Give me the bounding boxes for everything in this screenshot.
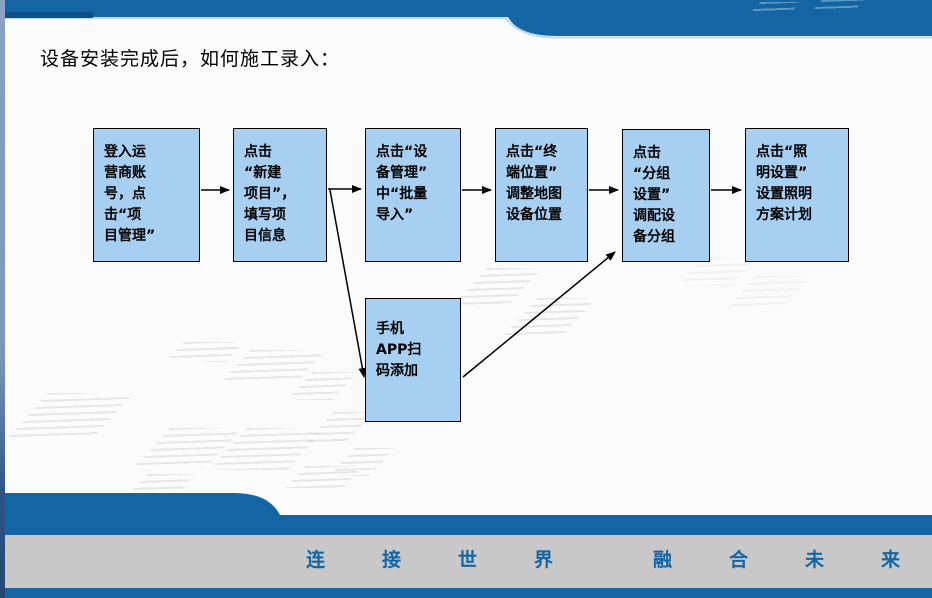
watermark-hatch bbox=[677, 258, 758, 286]
footer-slogan-left: 连接世界 bbox=[306, 549, 611, 571]
watermark-hatch bbox=[287, 372, 358, 400]
flow-step-login: 登入运 营商账 号，点 击“项 目管理” bbox=[93, 128, 200, 262]
watermark-hatch bbox=[306, 412, 374, 442]
flow-step-batch-import: 点击“设 备管理” 中“批量 导入” bbox=[365, 128, 461, 262]
footer-slogan-right: 融合未来 bbox=[653, 549, 932, 571]
watermark-hatch bbox=[133, 428, 243, 468]
flow-step-create-project: 点击 “新建 项目”， 填写项 目信息 bbox=[233, 128, 327, 262]
flow-step-group-settings: 点击 “分组 设置” 调配设 备分组 bbox=[622, 129, 710, 262]
flow-step-text: 点击“终 端位置” 调整地图 设备位置 bbox=[506, 144, 562, 223]
footer-gray-band bbox=[0, 535, 932, 588]
flow-step-mobile-app-scan: 手机 APP扫 码添加 bbox=[365, 298, 461, 422]
watermark-hatch bbox=[165, 342, 245, 362]
slide-title: 设备安装完成后，如何施工录入： bbox=[40, 48, 341, 70]
watermark-hatch bbox=[728, 276, 811, 306]
flow-step-terminal-location: 点击“终 端位置” 调整地图 设备位置 bbox=[495, 128, 588, 262]
flow-step-text: 手机 APP扫 码添加 bbox=[376, 321, 422, 379]
flow-step-lighting-settings: 点击“照 明设置” 设置照明 方案计划 bbox=[745, 128, 849, 262]
header-band bbox=[0, 0, 932, 39]
watermark-hatch bbox=[329, 448, 395, 476]
flow-step-text: 点击 “新建 项目”， 填写项 目信息 bbox=[244, 144, 296, 244]
watermark-hatch bbox=[209, 428, 325, 470]
watermark-hatch bbox=[501, 298, 597, 338]
arrow-step2-appscan bbox=[329, 189, 367, 378]
left-edge-strip bbox=[0, 0, 5, 598]
watermark-hatch bbox=[452, 268, 543, 306]
arrow-appscan-step5 bbox=[462, 251, 616, 378]
flow-step-text: 点击“照 明设置” 设置照明 方案计划 bbox=[756, 144, 812, 223]
flow-step-text: 点击“设 备管理” 中“批量 导入” bbox=[376, 144, 428, 223]
footer-band bbox=[0, 493, 932, 535]
watermark-hatch bbox=[223, 350, 326, 380]
watermark-hatch bbox=[7, 393, 134, 438]
flow-step-text: 点击 “分组 设置” 调配设 备分组 bbox=[633, 145, 675, 245]
footer-bottom-strip bbox=[0, 588, 932, 598]
flow-step-text: 登入运 营商账 号，点 击“项 目管理” bbox=[104, 144, 156, 244]
